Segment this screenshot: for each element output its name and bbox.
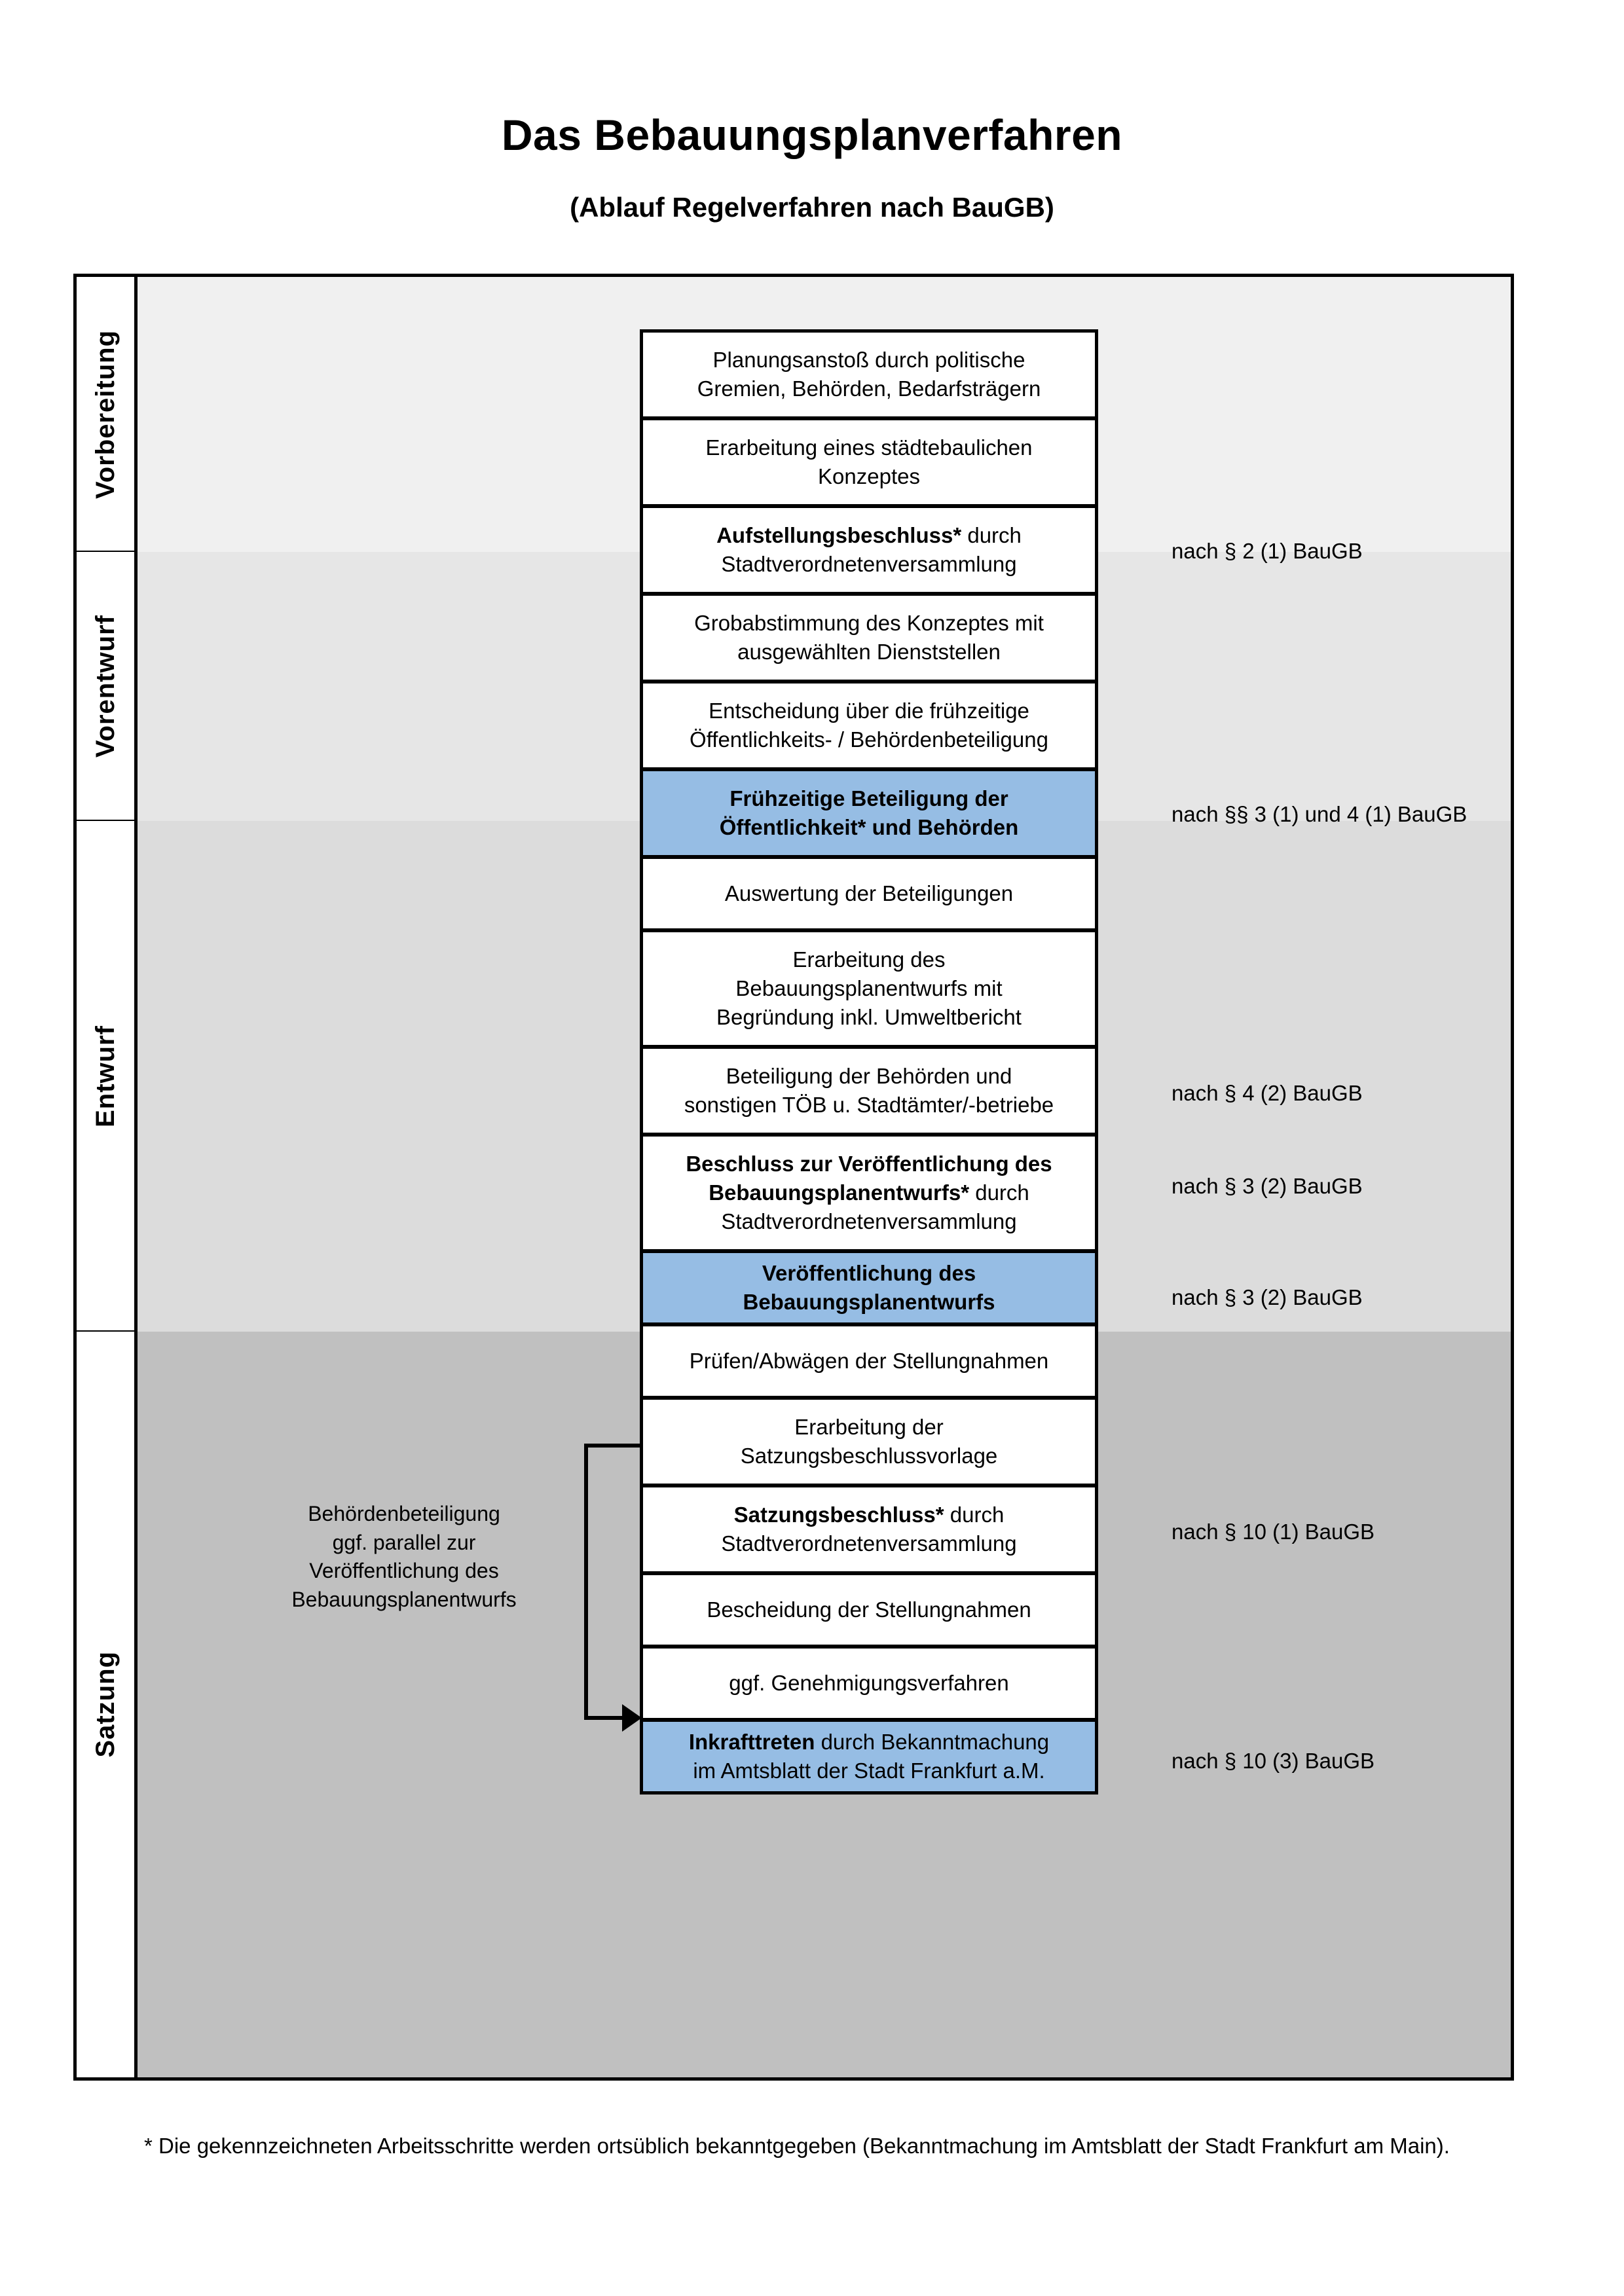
page-title: Das Bebauungsplanverfahren: [501, 111, 1123, 159]
step-planungsanstoss[interactable]: Planungsanstoß durch politische Gremien,…: [640, 329, 1098, 420]
bypass-connector-vertical-segment: [584, 1444, 588, 1720]
step-entscheidung-fruehzeitige-beteiligung[interactable]: Entscheidung über die frühzeitige Öffent…: [640, 680, 1098, 771]
step-erarbeitung-bebauungsplanentwurf[interactable]: Erarbeitung des Bebauungsplanentwurfs mi…: [640, 929, 1098, 1048]
legal-ref-10-3: nach § 10 (3) BauGB: [1172, 1749, 1375, 1773]
phase-label-vorentwurf: Vorentwurf: [77, 552, 134, 821]
step-text: Inkrafttreten durch Bekanntmachung im Am…: [688, 1729, 1050, 1783]
step-text: Aufstellungsbeschluss* durch Stadtverord…: [716, 522, 1022, 576]
step-auswertung-beteiligungen[interactable]: Auswertung der Beteiligungen: [640, 856, 1098, 932]
step-bescheidung-stellungnahmen[interactable]: Bescheidung der Stellungnahmen: [640, 1572, 1098, 1648]
legal-ref-4-2: nach § 4 (2) BauGB: [1172, 1081, 1363, 1105]
step-text: Frühzeitige Beteiligung der Öffentlichke…: [719, 786, 1019, 839]
step-text: Beteiligung der Behörden und sonstigen T…: [684, 1063, 1054, 1117]
legal-ref-2-1: nach § 2 (1) BauGB: [1172, 539, 1363, 563]
side-note-line-3: Veröffentlichung des: [309, 1559, 499, 1583]
page-subtitle: (Ablauf Regelverfahren nach BauGB): [570, 191, 1054, 223]
phase-label-text: Entwurf: [90, 1025, 120, 1127]
bypass-connector-arrowhead-icon: [622, 1704, 642, 1732]
step-staedtebauliches-konzept[interactable]: Erarbeitung eines städtebaulichen Konzep…: [640, 417, 1098, 507]
step-text: Auswertung der Beteiligungen: [724, 881, 1014, 905]
step-text: Grobabstimmung des Konzeptes mit ausgewä…: [694, 610, 1044, 664]
step-text: Beschluss zur Veröffentlichung des Bebau…: [686, 1151, 1052, 1234]
step-text: Erarbeitung des Bebauungsplanentwurfs mi…: [716, 947, 1022, 1030]
flowchart-frame: Vorbereitung Vorentwurf Entwurf Satzung …: [73, 274, 1514, 2081]
step-text: Satzungsbeschluss* durch Stadtverordnete…: [721, 1502, 1017, 1556]
phase-column-divider: [134, 277, 138, 2077]
phase-label-entwurf: Entwurf: [77, 821, 134, 1332]
side-note-line-2: ggf. parallel zur: [332, 1530, 476, 1554]
legal-ref-3-2-b: nach § 3 (2) BauGB: [1172, 1285, 1363, 1309]
step-veroeffentlichung-entwurf[interactable]: Veröffentlichung des Bebauungsplanentwur…: [640, 1250, 1098, 1326]
legal-ref-3-2-a: nach § 3 (2) BauGB: [1172, 1174, 1363, 1198]
phase-label-text: Vorentwurf: [90, 615, 120, 758]
phase-label-text: Satzung: [90, 1651, 120, 1758]
side-note-line-4: Bebauungsplanentwurfs: [291, 1587, 517, 1611]
bypass-connector-top-segment: [584, 1444, 643, 1448]
step-satzungsbeschluss[interactable]: Satzungsbeschluss* durch Stadtverordnete…: [640, 1484, 1098, 1575]
step-genehmigungsverfahren[interactable]: ggf. Genehmigungsverfahren: [640, 1645, 1098, 1721]
phase-label-vorbereitung: Vorbereitung: [77, 277, 134, 552]
step-grobabstimmung[interactable]: Grobabstimmung des Konzeptes mit ausgewä…: [640, 592, 1098, 683]
step-pruefen-abwaegen[interactable]: Prüfen/Abwägen der Stellungnahmen: [640, 1323, 1098, 1399]
footnote: * Die gekennzeichneten Arbeitsschritte w…: [144, 2134, 1450, 2158]
phase-label-satzung: Satzung: [77, 1332, 134, 2077]
step-text: Planungsanstoß durch politische Gremien,…: [697, 347, 1041, 401]
step-text: Erarbeitung eines städtebaulichen Konzep…: [705, 435, 1033, 488]
step-text: Entscheidung über die frühzeitige Öffent…: [690, 698, 1048, 752]
step-satzungsbeschlussvorlage[interactable]: Erarbeitung der Satzungsbeschlussvorlage: [640, 1396, 1098, 1487]
title-block: Das Bebauungsplanverfahren (Ablauf Regel…: [0, 111, 1624, 223]
step-text: Veröffentlichung des Bebauungsplanentwur…: [743, 1260, 995, 1314]
step-text: ggf. Genehmigungsverfahren: [729, 1670, 1009, 1695]
side-note-line-1: Behördenbeteiligung: [308, 1502, 500, 1525]
phase-label-text: Vorbereitung: [90, 330, 120, 499]
legal-ref-10-1: nach § 10 (1) BauGB: [1172, 1520, 1375, 1544]
legal-ref-3-1-4-1: nach §§ 3 (1) und 4 (1) BauGB: [1172, 802, 1467, 826]
step-inkrafttreten[interactable]: Inkrafttreten durch Bekanntmachung im Am…: [640, 1719, 1098, 1795]
bypass-connector-bottom-segment: [584, 1716, 625, 1720]
step-aufstellungsbeschluss[interactable]: Aufstellungsbeschluss* durch Stadtverord…: [640, 505, 1098, 595]
step-beschluss-veroeffentlichung[interactable]: Beschluss zur Veröffentlichung des Bebau…: [640, 1133, 1098, 1252]
side-note-behoerdenbeteiligung: Behördenbeteiligung ggf. parallel zur Ve…: [253, 1500, 555, 1614]
step-fruehzeitige-beteiligung[interactable]: Frühzeitige Beteiligung der Öffentlichke…: [640, 768, 1098, 858]
step-text: Prüfen/Abwägen der Stellungnahmen: [689, 1348, 1049, 1373]
step-text: Erarbeitung der Satzungsbeschlussvorlage: [740, 1414, 998, 1468]
step-text: Bescheidung der Stellungnahmen: [707, 1597, 1031, 1622]
step-beteiligung-behoerden-toeb[interactable]: Beteiligung der Behörden und sonstigen T…: [640, 1046, 1098, 1136]
